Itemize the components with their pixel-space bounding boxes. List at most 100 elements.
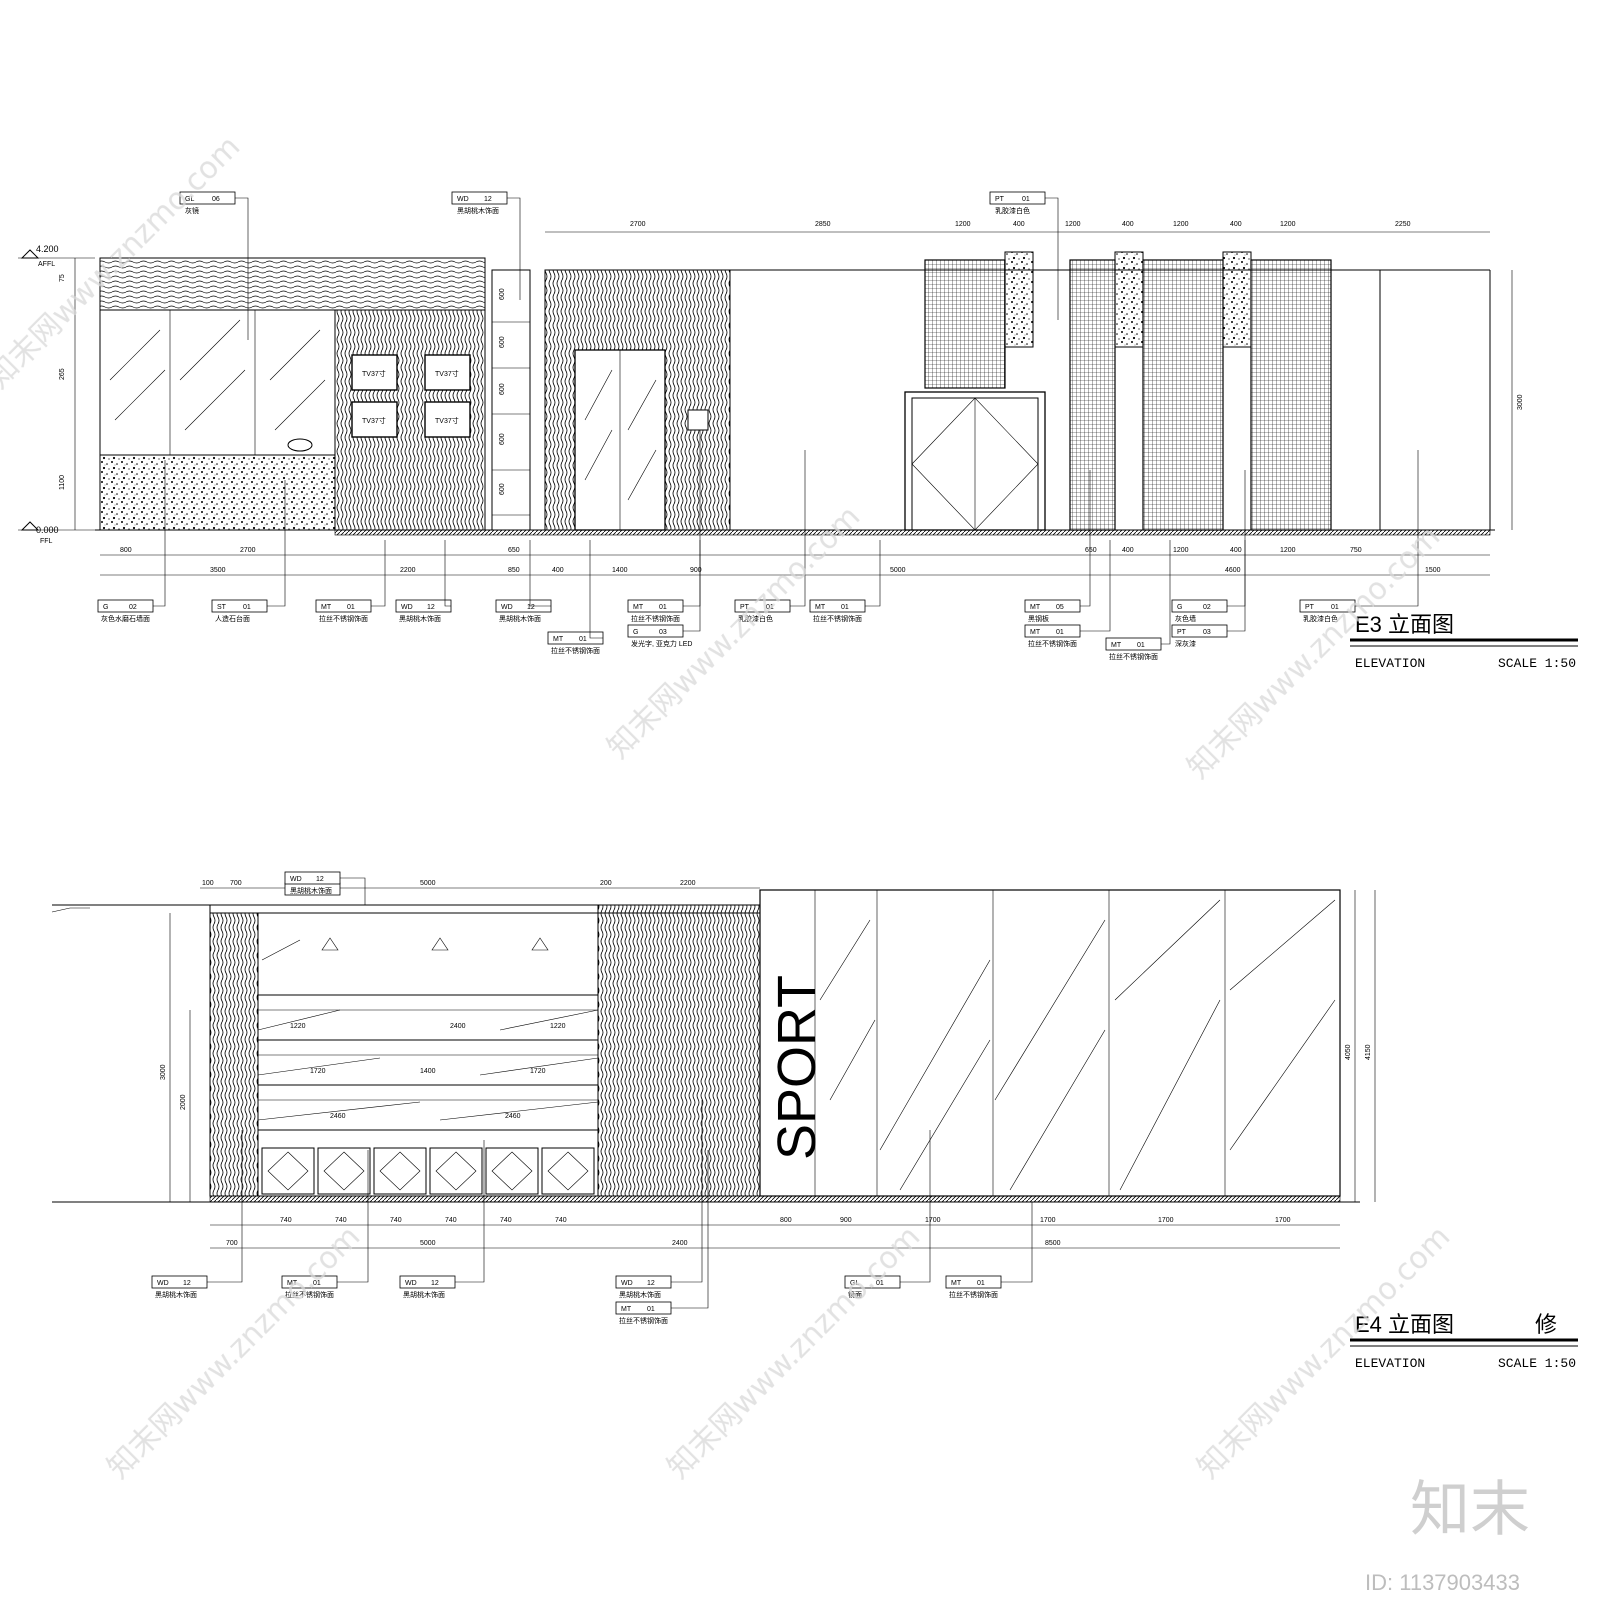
tag-note: 拉丝不锈钢饰面: [1109, 652, 1158, 661]
tag-num: 12: [431, 1280, 439, 1287]
tag-note: 拉丝不锈钢饰面: [631, 614, 680, 623]
tag-code: G: [1177, 604, 1182, 611]
tv-screen: [424, 354, 471, 391]
e3-left-dim-2: 1100: [59, 475, 66, 490]
e4-title-extra: 修: [1535, 1312, 1557, 1337]
tag-note: 灰镜: [185, 206, 199, 215]
dim: 750: [1350, 547, 1362, 554]
level-top-label: AFFL: [38, 261, 55, 268]
tag-num: 01: [1331, 604, 1339, 611]
shelf-dim: 2460: [330, 1113, 346, 1120]
top-dim: 2850: [815, 221, 831, 228]
dim: 700: [226, 1240, 238, 1247]
dim: 100: [202, 880, 214, 887]
tag-note: 乳胶漆白色: [738, 614, 773, 623]
watermark-text: 知末网www.znzmo.com: [101, 1219, 367, 1485]
e4-scale: SCALE 1:50: [1498, 1356, 1576, 1371]
dim: 2400: [672, 1240, 688, 1247]
shelf-dim: 1720: [530, 1068, 546, 1075]
shelf-dim: 1220: [550, 1023, 566, 1030]
tv-label: TV37寸: [435, 369, 459, 378]
tag-code: MT: [321, 604, 332, 611]
e3-left-dim-0: 75: [59, 274, 66, 282]
dim: 1200: [1173, 547, 1189, 554]
tag-code: WD: [457, 196, 469, 203]
e3-stone-strip: [1222, 251, 1252, 348]
e3-grid-panel: [1142, 259, 1224, 531]
tag-code: MT: [633, 604, 644, 611]
cabinet-door[interactable]: [485, 1147, 539, 1195]
e3-floor-line: [334, 529, 1491, 536]
tag-note: 黑钢板: [1028, 614, 1049, 623]
tag-code: GL: [185, 196, 194, 203]
e3-terrazzo-counter: [99, 454, 336, 531]
e3-grid-panel: [924, 259, 1006, 389]
cabinet-door[interactable]: [429, 1147, 483, 1195]
shelf-dim: 1720: [310, 1068, 326, 1075]
cabinet-diamond: [547, 1151, 589, 1191]
material-tag: WD 12 黑胡桃木饰面: [399, 1140, 485, 1299]
level-top-value: 4.200: [36, 244, 59, 254]
dim: 2200: [680, 880, 696, 887]
tag-code: WD: [401, 604, 413, 611]
tv-label: TV37寸: [362, 416, 386, 425]
dim: 3500: [210, 567, 226, 574]
cabinet-door[interactable]: [541, 1147, 595, 1195]
dim: 5000: [890, 567, 906, 574]
shelf-dim: 600: [499, 483, 506, 495]
tag-num: 03: [1203, 629, 1211, 636]
dim: 740: [280, 1217, 292, 1224]
dim: 1200: [1280, 547, 1296, 554]
tag-num: 01: [579, 636, 587, 643]
e3-title-block: E3 立面图 ELEVATION SCALE 1:50: [1350, 612, 1578, 671]
tag-num: 12: [527, 604, 535, 611]
cabinet-diamond: [267, 1151, 309, 1191]
cabinet-door[interactable]: [373, 1147, 427, 1195]
tag-code: WD: [405, 1280, 417, 1287]
cabinet-door[interactable]: [317, 1147, 371, 1195]
tv-screen: [424, 401, 471, 438]
dim: 650: [508, 547, 520, 554]
tag-num: 12: [427, 604, 435, 611]
tag-code: PT: [995, 196, 1005, 203]
dim: 1700: [1275, 1217, 1291, 1224]
e4-floor-line: [209, 1195, 1341, 1203]
tag-note: 拉丝不锈钢饰面: [285, 1290, 334, 1299]
e3-glass-panel: [99, 309, 336, 456]
dim: 1400: [612, 567, 628, 574]
top-dim: 2700: [630, 221, 646, 228]
tv-label: TV37寸: [435, 416, 459, 425]
e3-wall-box: [687, 409, 709, 431]
tag-num: 01: [243, 604, 251, 611]
e3-wood-band: [99, 257, 486, 311]
cabinet-door[interactable]: [261, 1147, 315, 1195]
tag-note: 黑胡桃木饰面: [619, 1290, 661, 1299]
e4-title: E4 立面图: [1355, 1312, 1454, 1337]
tag-note: 黑胡桃木饰面: [399, 614, 441, 623]
e3-level-markers: 4.200 AFFL 0.000 FFL: [18, 244, 95, 545]
top-dim: 1200: [955, 221, 971, 228]
dim: 2200: [400, 567, 416, 574]
tag-note: 拉丝不锈钢饰面: [619, 1316, 668, 1325]
top-dim: 1200: [1280, 221, 1296, 228]
tag-note: 乳胶漆白色: [995, 206, 1030, 215]
e3-stone-strip: [1004, 251, 1034, 348]
dim: 8500: [1045, 1240, 1061, 1247]
tag-note: 灰色水磨石墙面: [101, 614, 150, 623]
dim: 200: [600, 880, 612, 887]
tag-note: 黑胡桃木饰面: [403, 1290, 445, 1299]
tag-num: 01: [977, 1280, 985, 1287]
tag-num: 01: [313, 1280, 321, 1287]
tag-note: 深灰漆: [1175, 639, 1196, 648]
e4-subtitle: ELEVATION: [1355, 1356, 1425, 1371]
tag-code: WD: [290, 876, 302, 883]
dim: 3000: [160, 1064, 167, 1080]
tag-code: WD: [621, 1280, 633, 1287]
tag-num: 06: [212, 196, 220, 203]
